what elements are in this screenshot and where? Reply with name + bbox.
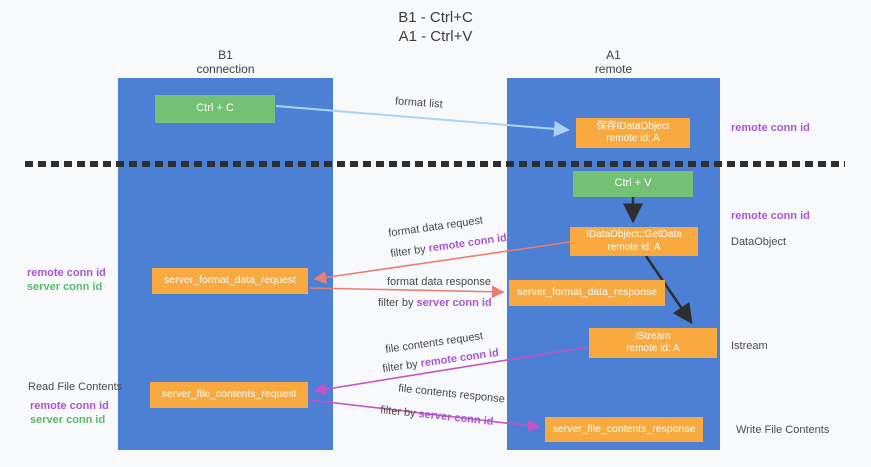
server-conn-id-label: server conn id bbox=[30, 414, 106, 426]
istream-side-label: Istream bbox=[731, 340, 768, 352]
istream-box: IStream remote id: A bbox=[589, 328, 717, 358]
ctrl-v-box: Ctrl + V bbox=[573, 171, 693, 197]
server-file-contents-request-box: server_file_contents_request bbox=[150, 382, 308, 408]
write-file-contents-label: Write File Contents bbox=[736, 424, 830, 436]
filter-by-text: filter by bbox=[381, 358, 419, 376]
save-dataobject-line2: remote id: A bbox=[606, 133, 660, 144]
dataobject-label: DataObject bbox=[731, 236, 787, 248]
istream-line1: IStream bbox=[635, 330, 671, 342]
file-contents-response-label: file contents response bbox=[397, 382, 506, 406]
server-format-data-request-box: server_format_data_request bbox=[152, 268, 308, 294]
lane-header-b1: B1 connection bbox=[118, 48, 333, 76]
server-file-contents-response-box: server_file_contents_response bbox=[545, 417, 703, 442]
lane-b1-role: connection bbox=[196, 62, 255, 76]
server-format-data-response-box: server_format_data_response bbox=[509, 280, 665, 306]
remote-conn-id-key: remote conn id bbox=[427, 231, 508, 255]
filter-by-text: filter by bbox=[378, 297, 414, 309]
read-file-contents-label: Read File Contents bbox=[28, 381, 123, 393]
server-format-data-request-label: server_format_data_request bbox=[164, 274, 296, 287]
left-conn-id-pair-2: remote conn id server conn id bbox=[30, 399, 109, 427]
istream-line2: remote id: A bbox=[626, 343, 680, 354]
format-data-response-label: format data response bbox=[387, 276, 491, 288]
save-dataobject-line1: 保存IDataObject bbox=[596, 120, 670, 132]
title-line-1: B1 - Ctrl+C bbox=[398, 9, 473, 26]
format-list-label: format list bbox=[394, 95, 444, 111]
format-data-request-label: format data request bbox=[387, 214, 484, 240]
remote-conn-id-label: remote conn id bbox=[27, 267, 106, 279]
remote-conn-id-label-top: remote conn id bbox=[731, 122, 810, 134]
ctrl-c-box: Ctrl + C bbox=[155, 95, 275, 123]
server-file-contents-response-label: server_file_contents_response bbox=[552, 422, 696, 435]
remote-conn-id-label: remote conn id bbox=[30, 400, 109, 412]
title-line-2: A1 - Ctrl+V bbox=[398, 28, 473, 45]
ctrl-c-label: Ctrl + C bbox=[196, 102, 234, 115]
getdata-line1: IDataObject::GetData bbox=[586, 229, 682, 240]
ctrl-v-label: Ctrl + V bbox=[614, 177, 652, 190]
getdata-line2: remote id: A bbox=[607, 241, 661, 253]
filter-by-text: filter by bbox=[379, 404, 417, 420]
lane-header-a1: A1 remote bbox=[507, 48, 720, 76]
remote-conn-id-label-mid: remote conn id bbox=[731, 210, 810, 222]
left-conn-id-pair-1: remote conn id server conn id bbox=[27, 266, 106, 294]
server-conn-id-key: server conn id bbox=[417, 408, 494, 428]
save-dataobject-box: 保存IDataObject remote id: A bbox=[576, 118, 690, 148]
lane-a1-role: remote bbox=[594, 62, 633, 76]
getdata-box: IDataObject::GetData remote id: A bbox=[570, 227, 698, 256]
remote-conn-id-key: remote conn id bbox=[419, 346, 500, 370]
diagram-title: B1 - Ctrl+C A1 - Ctrl+V bbox=[0, 8, 871, 46]
lane-a1-name: A1 bbox=[606, 48, 621, 62]
server-file-contents-request-label: server_file_contents_request bbox=[161, 388, 297, 401]
lane-b1-name: B1 bbox=[218, 48, 233, 62]
server-conn-id-key: server conn id bbox=[416, 297, 492, 309]
format-data-response-arrow bbox=[309, 285, 505, 299]
filter-by-text: filter by bbox=[389, 243, 427, 261]
server-format-data-response-label: server_format_data_response bbox=[516, 286, 658, 299]
server-conn-id-label: server conn id bbox=[27, 281, 103, 293]
